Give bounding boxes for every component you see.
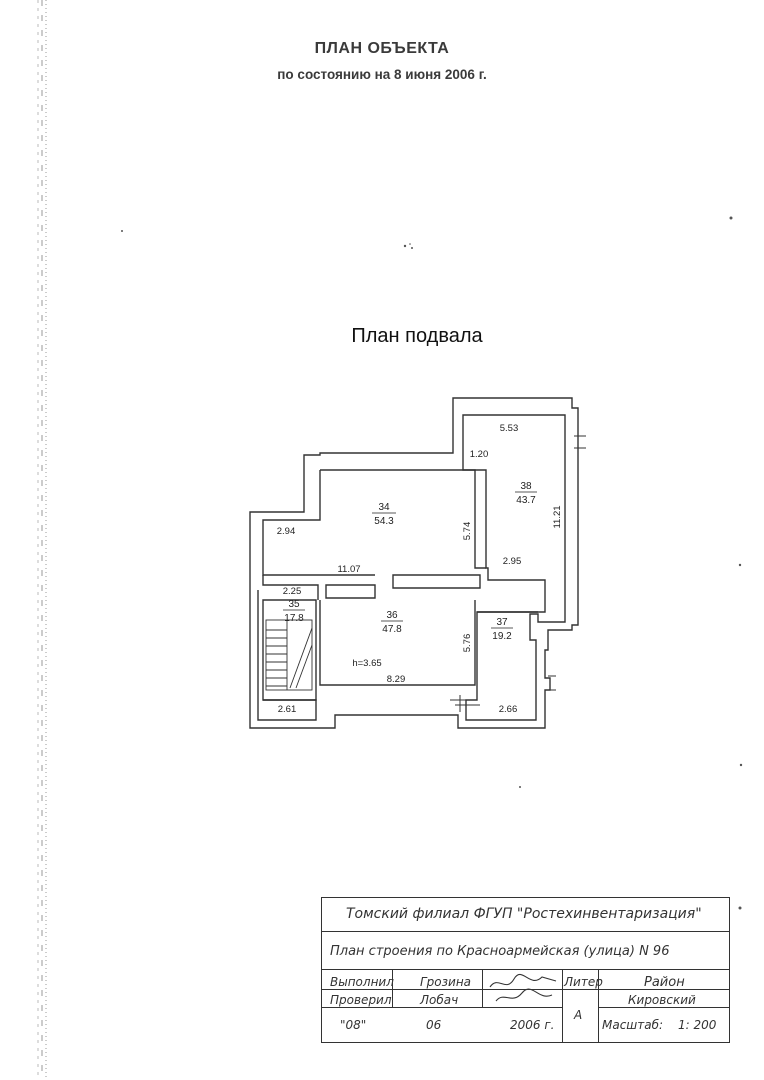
corridor-wall <box>392 574 481 589</box>
corridor-wall-left <box>262 575 319 600</box>
dim-5-74: 5.74 <box>462 522 473 541</box>
height-note: h=3.65 <box>352 658 381 669</box>
stamp-district-label: Район <box>644 975 685 990</box>
stamp-building: План строения по Красноармейская (улица)… <box>330 944 670 959</box>
room-35-area: 17.8 <box>284 613 304 624</box>
document-subtitle: по состоянию на 8 июня 2006 г. <box>277 67 487 82</box>
dim-5-76: 5.76 <box>462 634 473 653</box>
room-38-number: 38 <box>520 481 532 492</box>
room-36-area: 47.8 <box>382 624 402 635</box>
staircase <box>265 619 313 691</box>
stamp-liter-value: А <box>574 1008 583 1022</box>
stamp-scale-label: Масштаб: <box>602 1018 664 1032</box>
corridor-wall-mid <box>325 584 376 599</box>
dim-8-29: 8.29 <box>387 674 406 685</box>
stamp-checked-name: Лобач <box>420 993 459 1007</box>
room-36-number: 36 <box>386 610 398 621</box>
stamp-checked-label: Проверил <box>330 993 392 1007</box>
dim-5-53: 5.53 <box>500 423 519 434</box>
title-block-stamp: Томский филиал ФГУП "Ростехинвентаризаци… <box>321 897 730 1043</box>
room-34-number: 34 <box>378 502 390 513</box>
room-35-number: 35 <box>288 599 300 610</box>
dim-2-94: 2.94 <box>277 526 296 537</box>
stamp-liter-label: Литер <box>564 975 603 989</box>
stamp-day: "08" <box>340 1018 367 1032</box>
dim-11-21: 11.21 <box>552 505 563 528</box>
stamp-district-value: Кировский <box>628 993 696 1007</box>
stamp-scale-value: 1: 200 <box>678 1018 717 1032</box>
dim-2-61: 2.61 <box>278 704 297 715</box>
plan-title: План подвала <box>351 325 483 347</box>
dim-11-07: 11.07 <box>337 564 360 575</box>
room-38-area: 43.7 <box>516 495 536 506</box>
stamp-year: 2006 г. <box>510 1018 555 1032</box>
scan-edge-noise <box>37 0 47 1080</box>
room-34-wall <box>320 469 486 569</box>
room-34-area: 54.3 <box>374 516 394 527</box>
stamp-performed-name: Грозина <box>420 975 472 989</box>
room-37-area: 19.2 <box>492 631 512 642</box>
outer-wall <box>249 397 579 729</box>
room-37-number: 37 <box>496 617 508 628</box>
room-35-bottom <box>257 590 317 721</box>
stamp-performed-label: Выполнил <box>330 975 394 989</box>
dim-2-25: 2.25 <box>283 586 302 597</box>
dim-2-66: 2.66 <box>499 704 518 715</box>
dim-1-20: 1.20 <box>470 449 489 460</box>
stamp-month: 06 <box>426 1018 442 1032</box>
room-34-left-wall <box>262 470 375 576</box>
document-title: ПЛАН ОБЪЕКТА <box>314 40 450 57</box>
dim-2-95: 2.95 <box>503 556 522 567</box>
room-36-wall <box>319 600 476 686</box>
signature-marks <box>489 973 557 1002</box>
stamp-organization: Томский филиал ФГУП "Ростехинвентаризаци… <box>346 906 702 922</box>
